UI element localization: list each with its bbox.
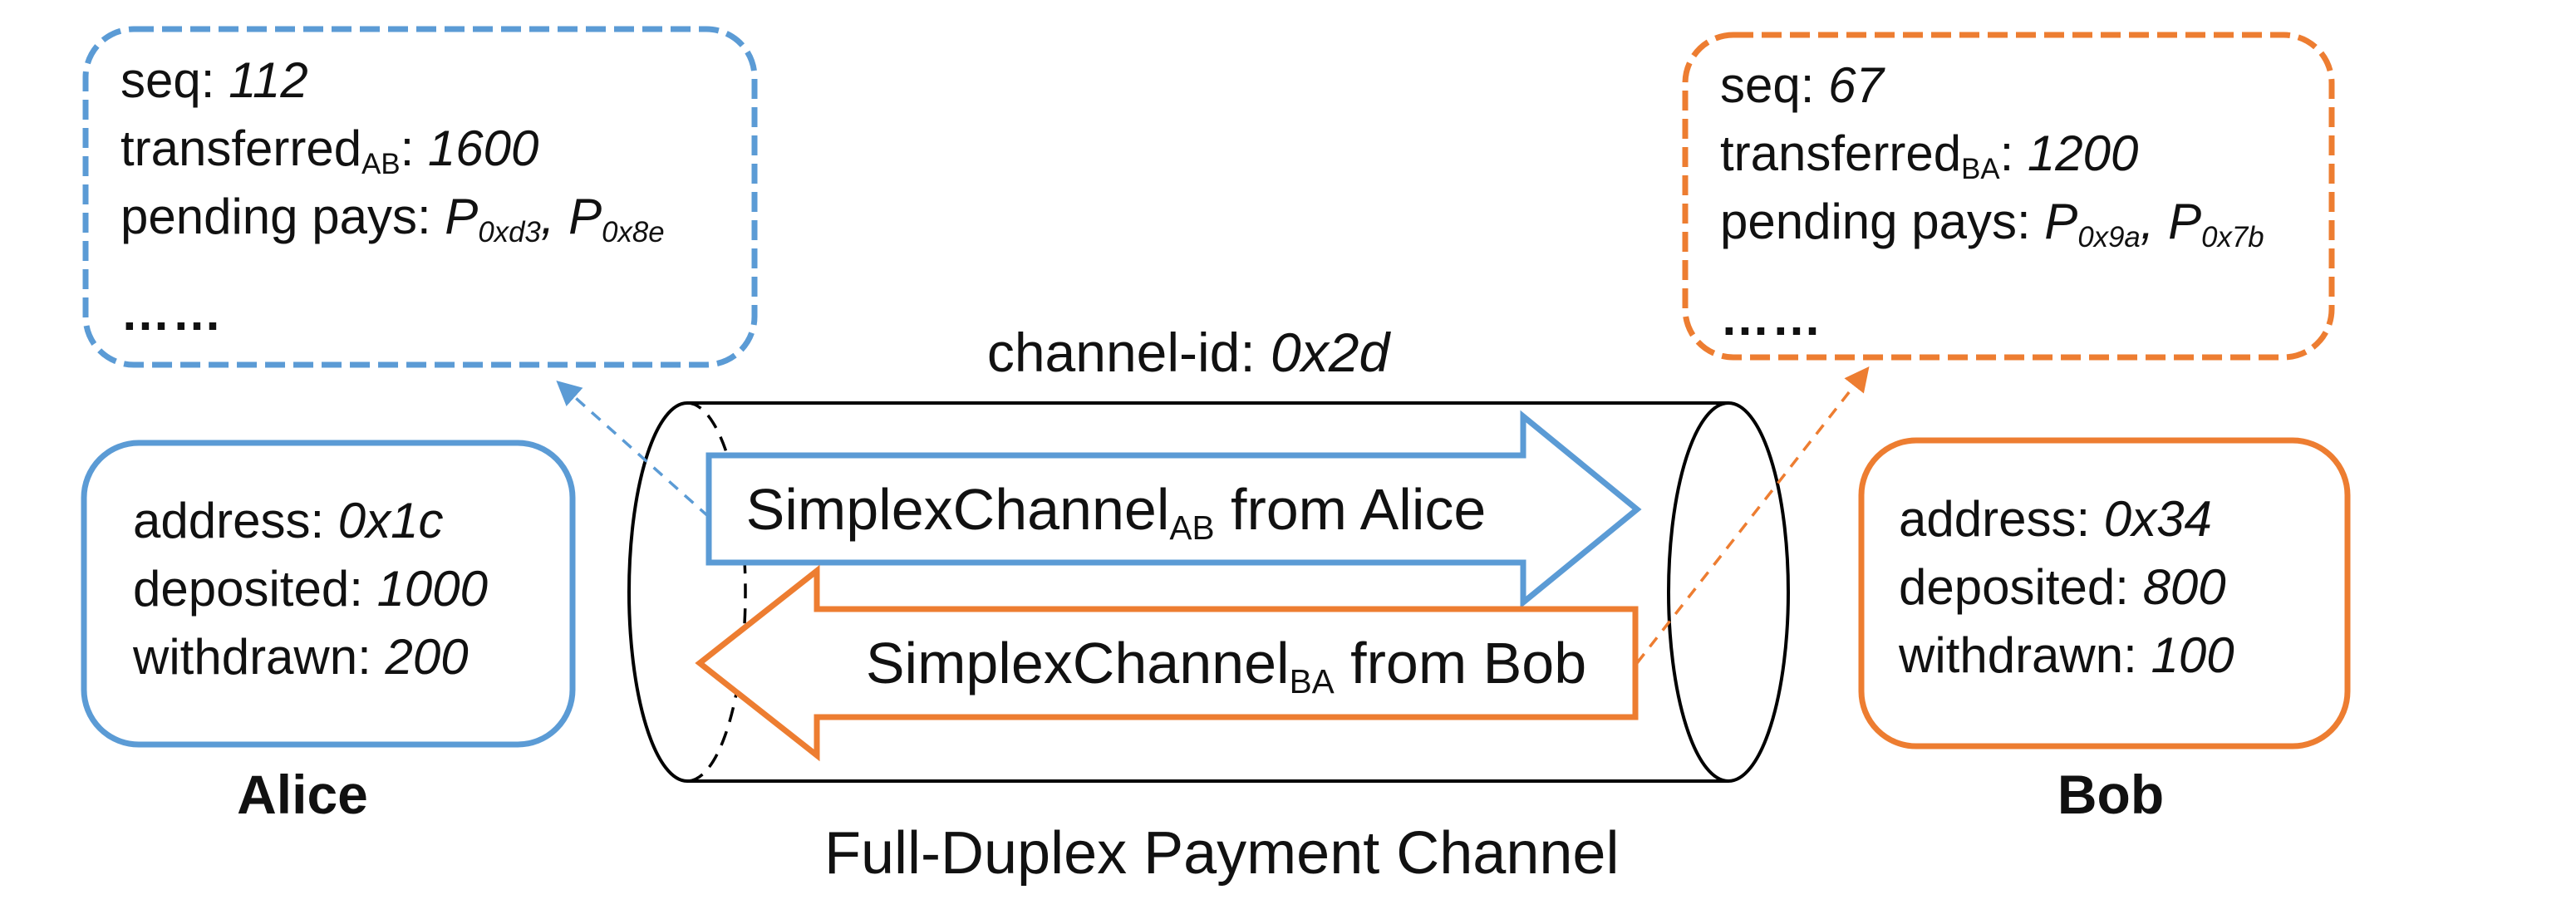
deposited-label: deposited:: [1899, 559, 2143, 615]
pending-p2-subscript: 0x8e: [602, 216, 665, 249]
bob-account-box: [1858, 437, 2351, 750]
simplex-ab-subscript: AB: [1169, 508, 1215, 547]
pending-comma: ,: [540, 189, 569, 244]
pending-p1-subscript: 0x9a: [2077, 221, 2141, 254]
seq-value: 112: [229, 52, 308, 108]
bob-account-text: address: 0x34 deposited: 800 withdrawn: …: [1899, 485, 2234, 690]
address-value: 0x1c: [337, 493, 444, 548]
address-label: address:: [1899, 491, 2104, 547]
simplex-ba-rest: from Bob: [1334, 631, 1587, 695]
simplex-ba-arrow: [695, 564, 1639, 762]
pending-p2-subscript: 0x7b: [2201, 221, 2264, 254]
alice-account-box: [81, 440, 576, 748]
seq-label: seq:: [1720, 57, 1829, 113]
deposited-value: 1000: [376, 561, 489, 617]
bob-simplex-state-box: [1682, 32, 2335, 361]
cylinder-right-cap: [1667, 401, 1790, 783]
alice-simplex-state-box: [82, 26, 758, 368]
ellipsis-line: ……: [120, 285, 224, 341]
simplex-ab-base: SimplexChannel: [745, 476, 1170, 542]
simplex-ba-subscript: BA: [1289, 662, 1335, 701]
pending-pays-line: pending pays: P0xd3, P0x8e: [120, 183, 665, 251]
pending-label: pending pays:: [120, 189, 445, 244]
bob-name-label: Bob: [2057, 764, 2165, 825]
deposited-line: deposited: 800: [1899, 553, 2234, 622]
alice-name-label: Alice: [237, 764, 368, 825]
alice-account-text: address: 0x1c deposited: 1000 withdrawn:…: [133, 487, 488, 691]
withdrawn-label: withdrawn:: [133, 629, 386, 685]
transferred-subscript: BA: [1961, 153, 2000, 186]
pending-p1: P: [2044, 194, 2078, 249]
simplex-ab-label-text: SimplexChannelAB from Alice: [745, 476, 1487, 544]
address-line: address: 0x34: [1899, 485, 2234, 553]
channel-cylinder: [627, 401, 1790, 783]
deposited-line: deposited: 1000: [133, 555, 488, 623]
ellipsis-line: ……: [1720, 290, 1823, 346]
transferred-colon: :: [1999, 125, 2028, 181]
transferred-label: transferred: [120, 120, 362, 176]
withdrawn-line: withdrawn: 200: [133, 623, 488, 691]
transferred-subscript: AB: [361, 148, 401, 181]
seq-line: seq: 67: [1720, 52, 2264, 120]
simplex-ab-arrow: [705, 410, 1642, 609]
channel-id-label: channel-id: 0x2d: [939, 321, 1438, 384]
simplex-ab-rest: from Alice: [1214, 476, 1487, 542]
cylinder-left-cap-back-dashed: [686, 401, 747, 783]
cylinder-left-cap-front: [627, 401, 688, 783]
pending-pays-line: pending pays: P0x9a, P0x7b: [1720, 188, 2264, 256]
pending-p1-subscript: 0xd3: [478, 216, 541, 249]
pending-comma: ,: [2140, 194, 2169, 249]
deposited-value: 800: [2142, 559, 2226, 615]
channel-id-value: 0x2d: [1271, 322, 1390, 383]
transferred-value: 1600: [427, 120, 539, 176]
withdrawn-value: 100: [2151, 627, 2234, 683]
seq-line: seq: 112: [120, 47, 665, 115]
pending-p2: P: [568, 189, 602, 244]
channel-caption: Full-Duplex Payment Channel: [824, 820, 1620, 887]
simplex-ba-base: SimplexChannel: [865, 631, 1290, 695]
address-line: address: 0x1c: [133, 487, 488, 555]
address-label: address:: [133, 493, 338, 548]
pending-label: pending pays:: [1720, 194, 2045, 249]
withdrawn-line: withdrawn: 100: [1899, 622, 2234, 690]
bob-simplex-state-text: seq: 67 transferredBA: 1200 pending pays…: [1720, 52, 2264, 352]
simplex-ba-label-text: SimplexChannelBA from Bob: [865, 630, 1587, 698]
pending-p1: P: [445, 189, 479, 244]
transferred-line: transferredBA: 1200: [1720, 120, 2264, 188]
transferred-colon: :: [400, 120, 428, 176]
transferred-line: transferredAB: 1600: [120, 115, 665, 183]
withdrawn-label: withdrawn:: [1899, 627, 2151, 683]
seq-value: 67: [1828, 57, 1884, 113]
simplex-ba-arrow-label: SimplexChannelBA from Bob: [817, 609, 1635, 717]
channel-id-key: channel-id:: [986, 322, 1271, 383]
pending-p2: P: [2168, 194, 2202, 249]
transferred-value: 1200: [2027, 125, 2139, 181]
address-value: 0x34: [2103, 491, 2212, 547]
seq-label: seq:: [120, 52, 229, 108]
withdrawn-value: 200: [385, 629, 469, 685]
simplex-ab-arrow-label: SimplexChannelAB from Alice: [709, 455, 1523, 563]
deposited-label: deposited:: [133, 561, 377, 617]
alice-simplex-state-text: seq: 112 transferredAB: 1600 pending pay…: [120, 47, 665, 347]
transferred-label: transferred: [1720, 125, 1962, 181]
